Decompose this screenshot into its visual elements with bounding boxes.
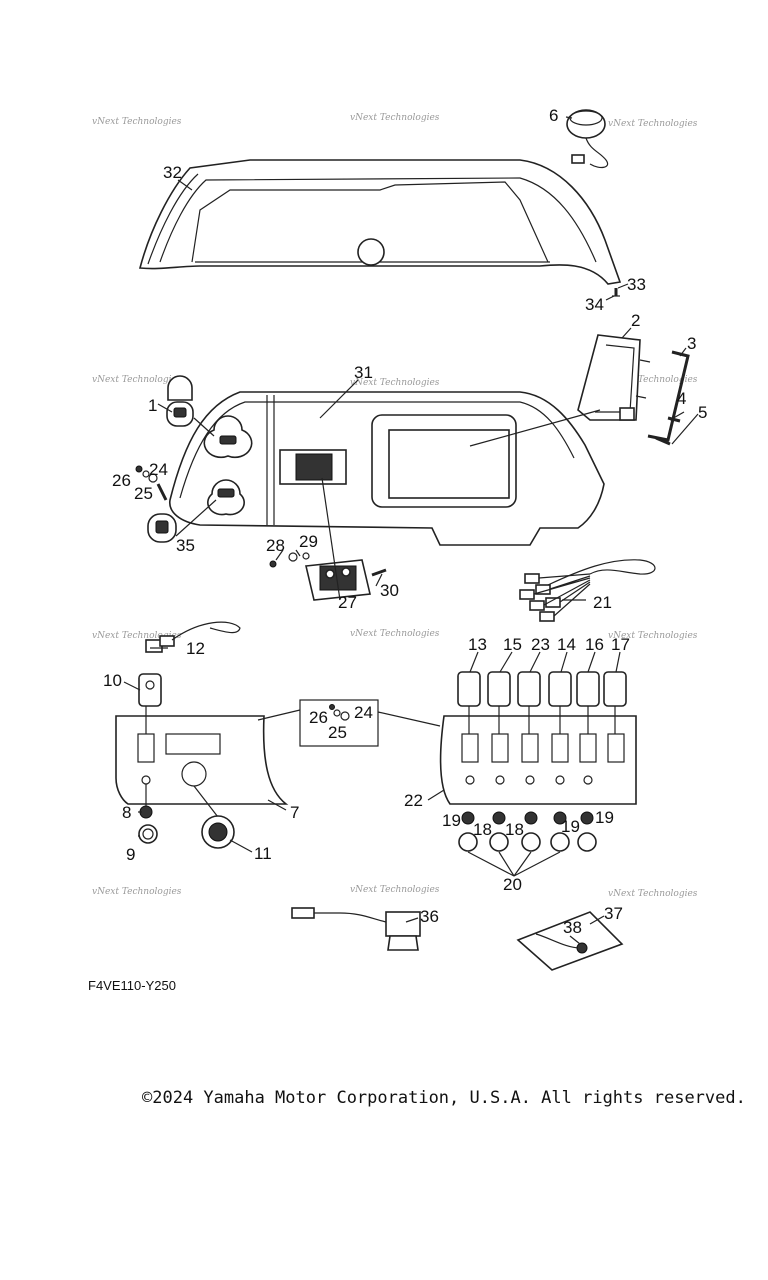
watermark: vNext Technologies — [608, 889, 698, 899]
callout-31: 31 — [354, 363, 373, 382]
callout-7: 7 — [290, 803, 299, 822]
callout-33: 33 — [627, 275, 646, 294]
watermark: vNext Technologies — [350, 113, 440, 123]
callout-12: 12 — [186, 639, 205, 658]
switch-holder-part — [269, 552, 387, 601]
horn-part — [291, 907, 421, 951]
callout-1: 1 — [148, 396, 157, 415]
usb-socket-part — [166, 375, 194, 427]
callout-34: 34 — [585, 295, 604, 314]
callout-21: 21 — [593, 593, 612, 612]
callout-11: 11 — [254, 844, 272, 863]
visor-part — [138, 159, 622, 285]
callout-15: 15 — [503, 635, 522, 654]
knob-part — [201, 815, 235, 849]
watermark: vNext Technologies — [350, 378, 440, 388]
rocker-switch-part — [138, 673, 162, 707]
watermark: vNext Technologies — [608, 631, 698, 641]
callout-17: 17 — [611, 635, 630, 654]
callout-labels: 1 2 3 4 5 6 7 8 9 10 11 12 13 14 15 16 1… — [103, 106, 707, 937]
callout-5: 5 — [698, 403, 707, 422]
callout-14: 14 — [557, 635, 576, 654]
watermark: vNext Technologies — [608, 375, 698, 385]
copyright-text: ©2024 Yamaha Motor Corporation, U.S.A. A… — [142, 1088, 746, 1108]
display-part — [577, 334, 651, 421]
harness-part — [519, 559, 656, 622]
callout-38: 38 — [563, 918, 582, 937]
callout-37: 37 — [604, 904, 623, 923]
watermark: vNext Technologies — [92, 375, 182, 385]
callout-30: 30 — [380, 581, 399, 600]
callout-22: 22 — [404, 791, 423, 810]
watermarks: vNext Technologies vNext Technologies vN… — [92, 113, 698, 899]
callout-28: 28 — [266, 536, 285, 555]
rocker-switches-part — [457, 671, 627, 734]
dash-panel-part — [169, 391, 605, 546]
callout-29: 29 — [299, 532, 318, 551]
callout-8: 8 — [122, 803, 131, 822]
callout-inset-24: 24 — [354, 703, 373, 722]
screws-part — [655, 416, 681, 446]
callout-19b: 19 — [561, 817, 580, 836]
callout-4: 4 — [677, 389, 686, 408]
callout-24: 24 — [149, 460, 168, 479]
small-hardware-part — [135, 465, 168, 501]
power-socket-part — [147, 513, 177, 543]
watermark: vNext Technologies — [350, 885, 440, 895]
left-switch-panel-part — [115, 706, 289, 831]
callout-18a: 18 — [473, 820, 492, 839]
callout-6: 6 — [549, 106, 558, 125]
diagram-code: F4VE110-Y250 — [88, 978, 176, 993]
callout-16: 16 — [585, 635, 604, 654]
callout-9: 9 — [126, 845, 135, 864]
tag-part — [516, 911, 624, 971]
callout-13: 13 — [468, 635, 487, 654]
indicator-lights-part — [458, 811, 597, 877]
callout-36: 36 — [420, 907, 439, 926]
callout-25: 25 — [134, 484, 153, 503]
indicator-part — [138, 805, 158, 844]
watermark: vNext Technologies — [92, 117, 182, 127]
connector-part — [145, 621, 241, 653]
callout-19c: 19 — [595, 808, 614, 827]
callout-20: 20 — [503, 875, 522, 894]
callout-3: 3 — [687, 334, 696, 353]
leader-lines — [123, 116, 699, 945]
screw-part — [612, 288, 620, 297]
callout-32: 32 — [163, 163, 182, 182]
callout-18b: 18 — [505, 820, 524, 839]
callout-inset-26: 26 — [309, 708, 328, 727]
watermark: vNext Technologies — [608, 119, 698, 129]
callout-2: 2 — [631, 311, 640, 330]
callout-27: 27 — [338, 593, 357, 612]
watermark: vNext Technologies — [92, 631, 182, 641]
watermark: vNext Technologies — [92, 887, 182, 897]
callout-19a: 19 — [442, 811, 461, 830]
callout-10: 10 — [103, 671, 122, 690]
inset-box — [257, 699, 441, 747]
watermark: vNext Technologies — [350, 629, 440, 639]
callout-inset-25: 25 — [328, 723, 347, 742]
antenna-part — [566, 109, 609, 169]
callout-26: 26 — [112, 471, 131, 490]
right-switch-panel-part — [439, 715, 637, 805]
callout-35: 35 — [176, 536, 195, 555]
callout-23: 23 — [531, 635, 550, 654]
